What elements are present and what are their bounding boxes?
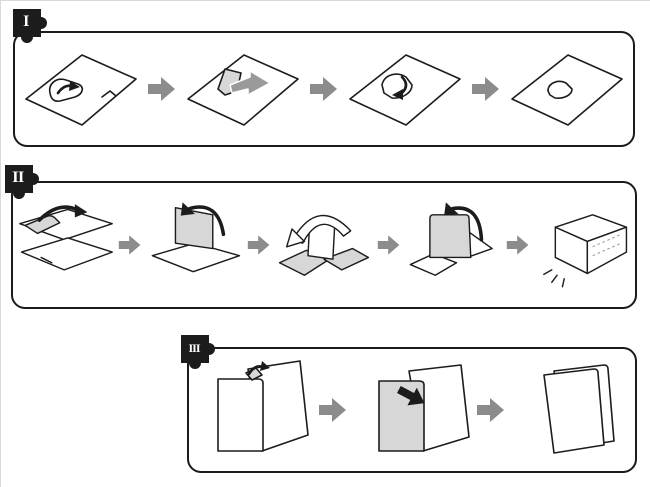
panel-3 [187, 347, 637, 473]
panel-1 [13, 31, 635, 147]
panel-1-label: I [23, 13, 29, 30]
next-step-arrow-icon [318, 398, 346, 422]
puzzle-piece-icon [13, 9, 47, 43]
puzzle-piece-icon [5, 165, 39, 199]
next-step-arrow-icon [477, 398, 505, 422]
panel-1-puzzle-badge: I [11, 7, 51, 47]
panel-1-step-3-illustration [349, 54, 461, 126]
panel-2-step-4-illustration [409, 202, 493, 276]
next-step-arrow-icon [472, 77, 499, 101]
panel-2-puzzle-badge: II [3, 163, 43, 203]
panel-1-step-4-illustration [511, 54, 623, 126]
panel-2-step-5-illustration [543, 214, 628, 288]
next-step-arrow-icon [506, 235, 529, 255]
panel-3-step-3-illustration [542, 364, 615, 454]
panel-1-step-1-illustration [25, 54, 137, 126]
next-step-arrow-icon [148, 77, 175, 101]
panel-3-label: III [188, 341, 200, 355]
panel-1-step-2-illustration [187, 54, 299, 126]
next-step-arrow-icon [118, 235, 141, 255]
panel-2-step-2-illustration [151, 202, 240, 273]
next-step-arrow-icon [310, 77, 337, 101]
panel-2 [11, 181, 637, 309]
puzzle-piece-icon [181, 335, 215, 369]
panel-2-label: II [12, 169, 24, 186]
panel-3-step-2-illustration [378, 364, 470, 452]
next-step-arrow-icon [377, 235, 399, 255]
panel-3-step-1-illustration [217, 360, 310, 452]
panel-2-step-1-illustration [18, 204, 113, 271]
panel-2-step-3-illustration [278, 214, 370, 276]
next-step-arrow-icon [248, 235, 270, 255]
panel-3-puzzle-badge: III [179, 333, 219, 373]
